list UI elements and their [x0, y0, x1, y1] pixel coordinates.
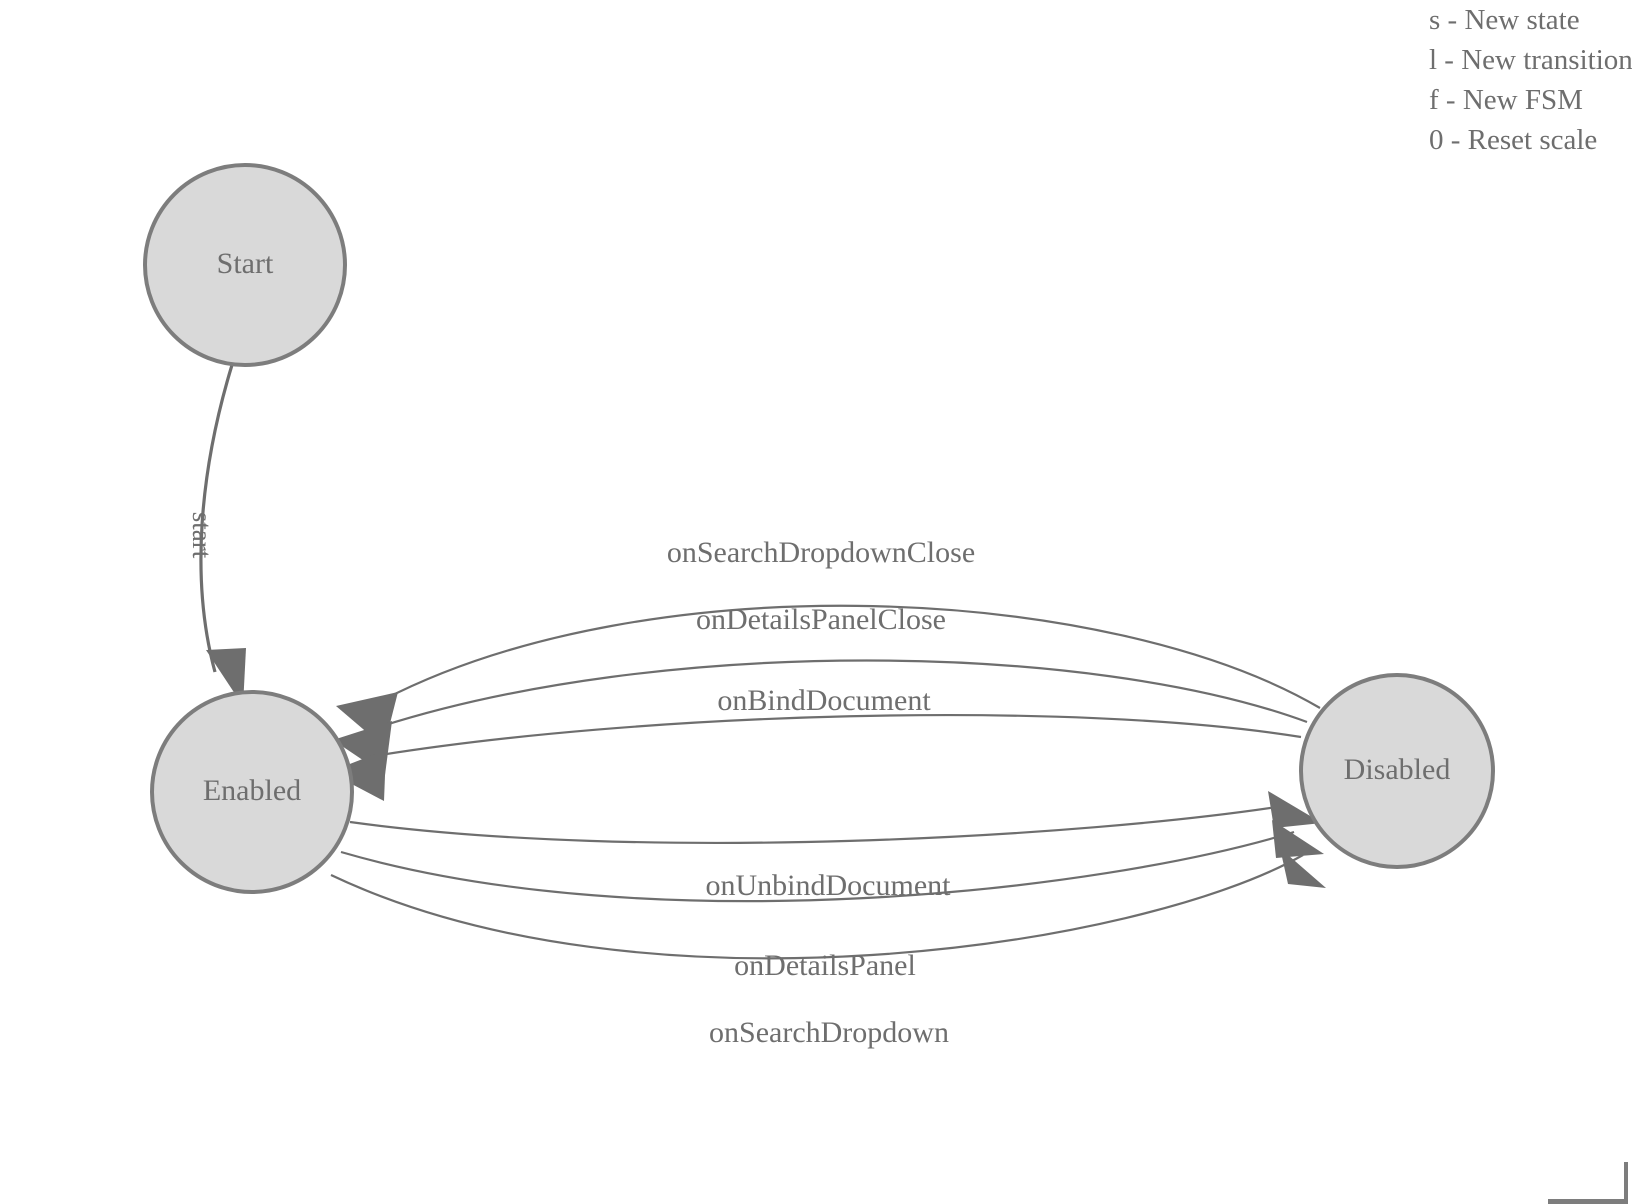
resize-corner-handle[interactable]	[1548, 1158, 1632, 1204]
node-enabled-label: Enabled	[203, 774, 301, 807]
edge-on-details-panel-close[interactable]: onDetailsPanelClose	[333, 603, 1308, 775]
edge-on-unbind-document-path	[349, 803, 1291, 844]
edge-on-details-panel-path	[340, 830, 1295, 903]
edge-on-unbind-document-label: onUnbindDocument	[706, 869, 952, 902]
edge-start-label: start	[187, 512, 217, 559]
edge-start-path	[199, 364, 234, 673]
edge-on-details-panel-close-path	[375, 659, 1308, 730]
edge-on-details-panel-close-label: onDetailsPanelClose	[696, 603, 946, 636]
node-start-circle[interactable]	[143, 163, 347, 367]
node-disabled-label: Disabled	[1344, 753, 1451, 786]
edge-on-bind-document[interactable]: onBindDocument	[329, 684, 1302, 801]
edge-on-search-dropdown[interactable]: onSearchDropdown	[330, 848, 1326, 1049]
edge-on-unbind-document-arrowhead	[1268, 791, 1322, 828]
node-start[interactable]: Start	[143, 163, 347, 367]
node-enabled[interactable]: Enabled	[150, 690, 354, 894]
edge-on-search-dropdown-close-path	[382, 604, 1321, 709]
resize-corner-vertical-bar	[1624, 1162, 1628, 1204]
edge-on-bind-document-arrowhead	[329, 750, 386, 801]
edge-on-search-dropdown-label: onSearchDropdown	[709, 1016, 949, 1049]
edge-start[interactable]: start	[187, 364, 246, 706]
edge-on-unbind-document[interactable]: onUnbindDocument	[349, 791, 1322, 902]
edge-on-search-dropdown-path	[330, 854, 1304, 960]
node-disabled-circle[interactable]	[1299, 673, 1495, 869]
edge-on-search-dropdown-arrowhead	[1280, 848, 1326, 888]
edge-on-bind-document-label: onBindDocument	[717, 684, 931, 717]
node-disabled[interactable]: Disabled	[1299, 673, 1495, 869]
edge-on-details-panel-arrowhead	[1272, 820, 1324, 858]
node-enabled-circle[interactable]	[150, 690, 354, 894]
resize-corner-horizontal-bar	[1548, 1199, 1628, 1204]
node-start-label: Start	[217, 247, 274, 280]
edge-on-search-dropdown-close-label: onSearchDropdownClose	[667, 536, 975, 569]
edge-on-bind-document-path	[367, 714, 1302, 759]
